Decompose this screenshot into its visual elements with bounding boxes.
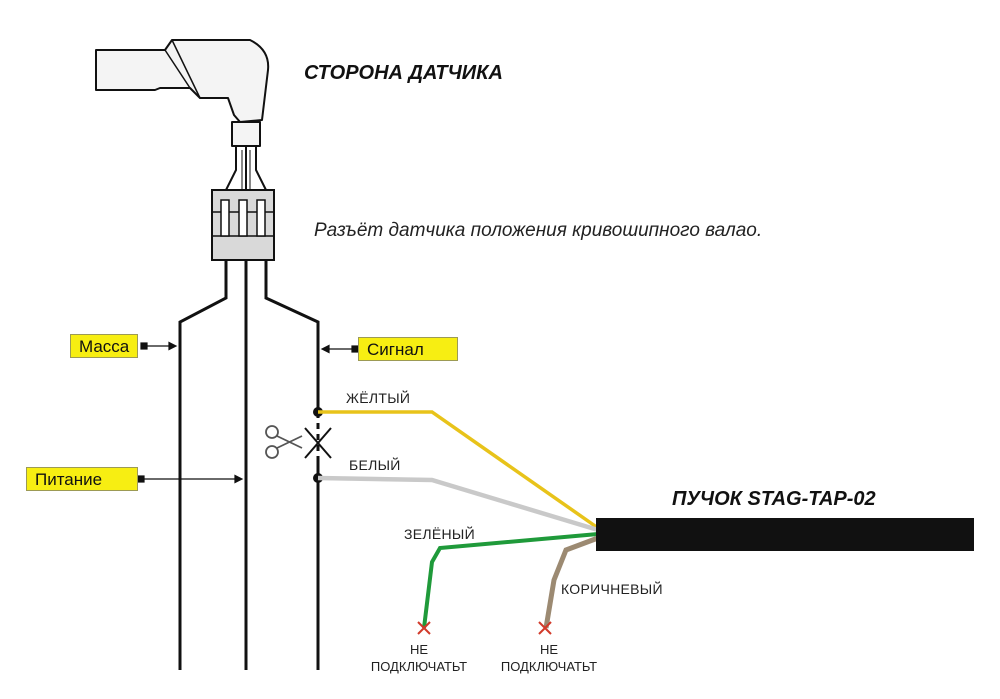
wire-label-brown: КОРИЧНЕВЫЙ (561, 581, 663, 597)
tag-power: Питание (26, 467, 138, 491)
sensor-connector-head (95, 39, 270, 147)
wire-label-green: ЗЕЛЁНЫЙ (404, 526, 475, 542)
not-connect-line1: НЕ (409, 642, 429, 657)
cut-cross-icon (304, 427, 332, 459)
plug-connector (211, 189, 275, 261)
not-connect-note-green: НЕ ПОДКЛЮЧАТЬТ (354, 641, 484, 675)
tag-leaders (137, 341, 359, 484)
wire-label-yellow: ЖЁЛТЫЙ (346, 390, 411, 406)
main-wires (178, 260, 320, 670)
not-connect-line1: НЕ (539, 642, 559, 657)
not-connect-line2: ПОДКЛЮЧАТЬТ (370, 659, 468, 674)
brown-wire (543, 535, 599, 629)
tag-ground: Масса (70, 334, 139, 358)
tag-signal: Сигнал (358, 337, 458, 361)
bundle-cable (596, 518, 974, 551)
sensor-side-title: СТОРОНА ДАТЧИКА (304, 62, 503, 84)
green-wire (422, 532, 599, 629)
white-wire (317, 475, 599, 533)
upper-wires (225, 146, 267, 191)
not-connected-x-icon (538, 621, 552, 635)
not-connected-x-icon (417, 621, 431, 635)
scissors-icon (265, 425, 303, 459)
not-connect-note-brown: НЕ ПОДКЛЮЧАТЬТ (484, 641, 614, 675)
yellow-wire (318, 410, 600, 530)
wire-label-white: БЕЛЫЙ (349, 457, 401, 473)
not-connect-line2: ПОДКЛЮЧАТЬТ (500, 659, 598, 674)
connector-caption: Разъёт датчика положения кривошипного ва… (314, 220, 763, 241)
bundle-title: ПУЧОК STAG-TAP-02 (672, 488, 876, 510)
